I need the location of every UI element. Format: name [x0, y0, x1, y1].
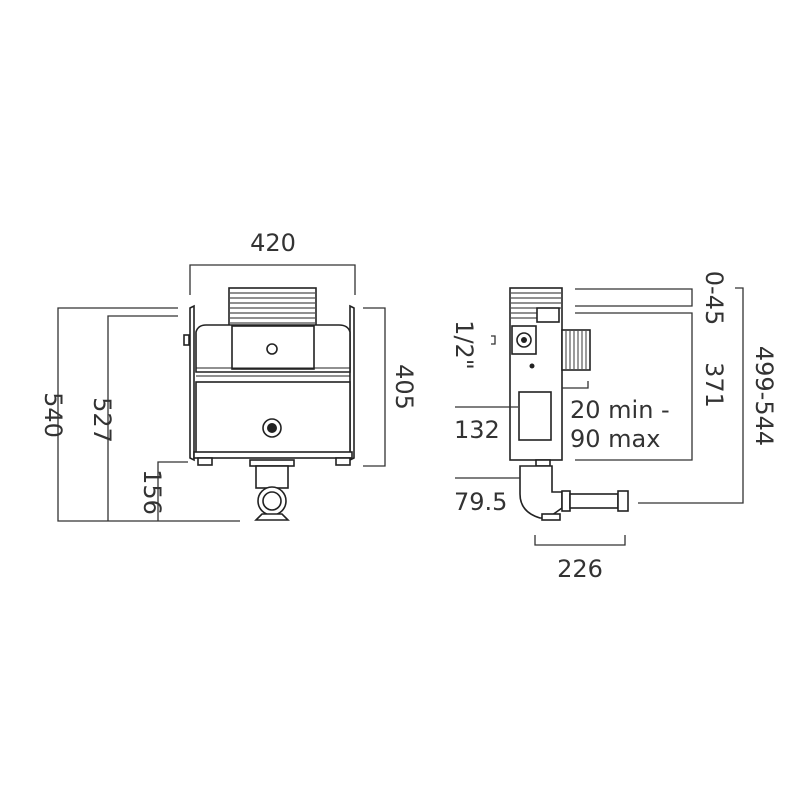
dimension-outlet-height-side: 79.5: [454, 477, 520, 516]
inlet-label: 1/2": [450, 320, 478, 370]
dimension-adjust: 0-45: [575, 271, 728, 325]
dimension-inlet-height: 132: [454, 406, 518, 444]
front-cistern-drawing: [183, 287, 355, 521]
depth-line2: 90 max: [570, 425, 660, 453]
dimension-width: 420: [189, 229, 356, 295]
side-view: 0-45 371 499-544 1/2" 132 79.5 20 min - …: [450, 271, 778, 583]
dimension-tank-height: 405: [363, 307, 418, 467]
dimension-outlet-height: 156: [138, 461, 188, 521]
side-cistern-drawing: [509, 287, 629, 521]
tank-height-label: 405: [390, 364, 418, 410]
side-outlet-height-label: 79.5: [454, 488, 507, 516]
pipe-length-label: 226: [557, 555, 603, 583]
overall-height-label: 499-544: [750, 346, 778, 446]
dimension-pipe-length: 226: [534, 535, 626, 583]
dimension-body-height: 371: [575, 312, 728, 461]
outlet-height-label: 156: [138, 469, 166, 515]
dimension-overall-height: 499-544: [638, 287, 778, 504]
width-label: 420: [250, 229, 296, 257]
dimension-frame-height: 527: [88, 315, 178, 521]
total-height-label: 540: [39, 392, 67, 438]
depth-line1: 20 min -: [570, 396, 670, 424]
body-height-label: 371: [700, 362, 728, 408]
adjust-label: 0-45: [700, 271, 728, 325]
frame-height-label: 527: [88, 397, 116, 443]
dimension-total-height: 540: [39, 307, 240, 522]
dimension-depth: 20 min - 90 max: [562, 381, 670, 453]
front-view: 420 540 527 156 405: [39, 229, 418, 522]
inlet-annotation: 1/2": [450, 320, 496, 370]
inlet-height-label: 132: [454, 416, 500, 444]
